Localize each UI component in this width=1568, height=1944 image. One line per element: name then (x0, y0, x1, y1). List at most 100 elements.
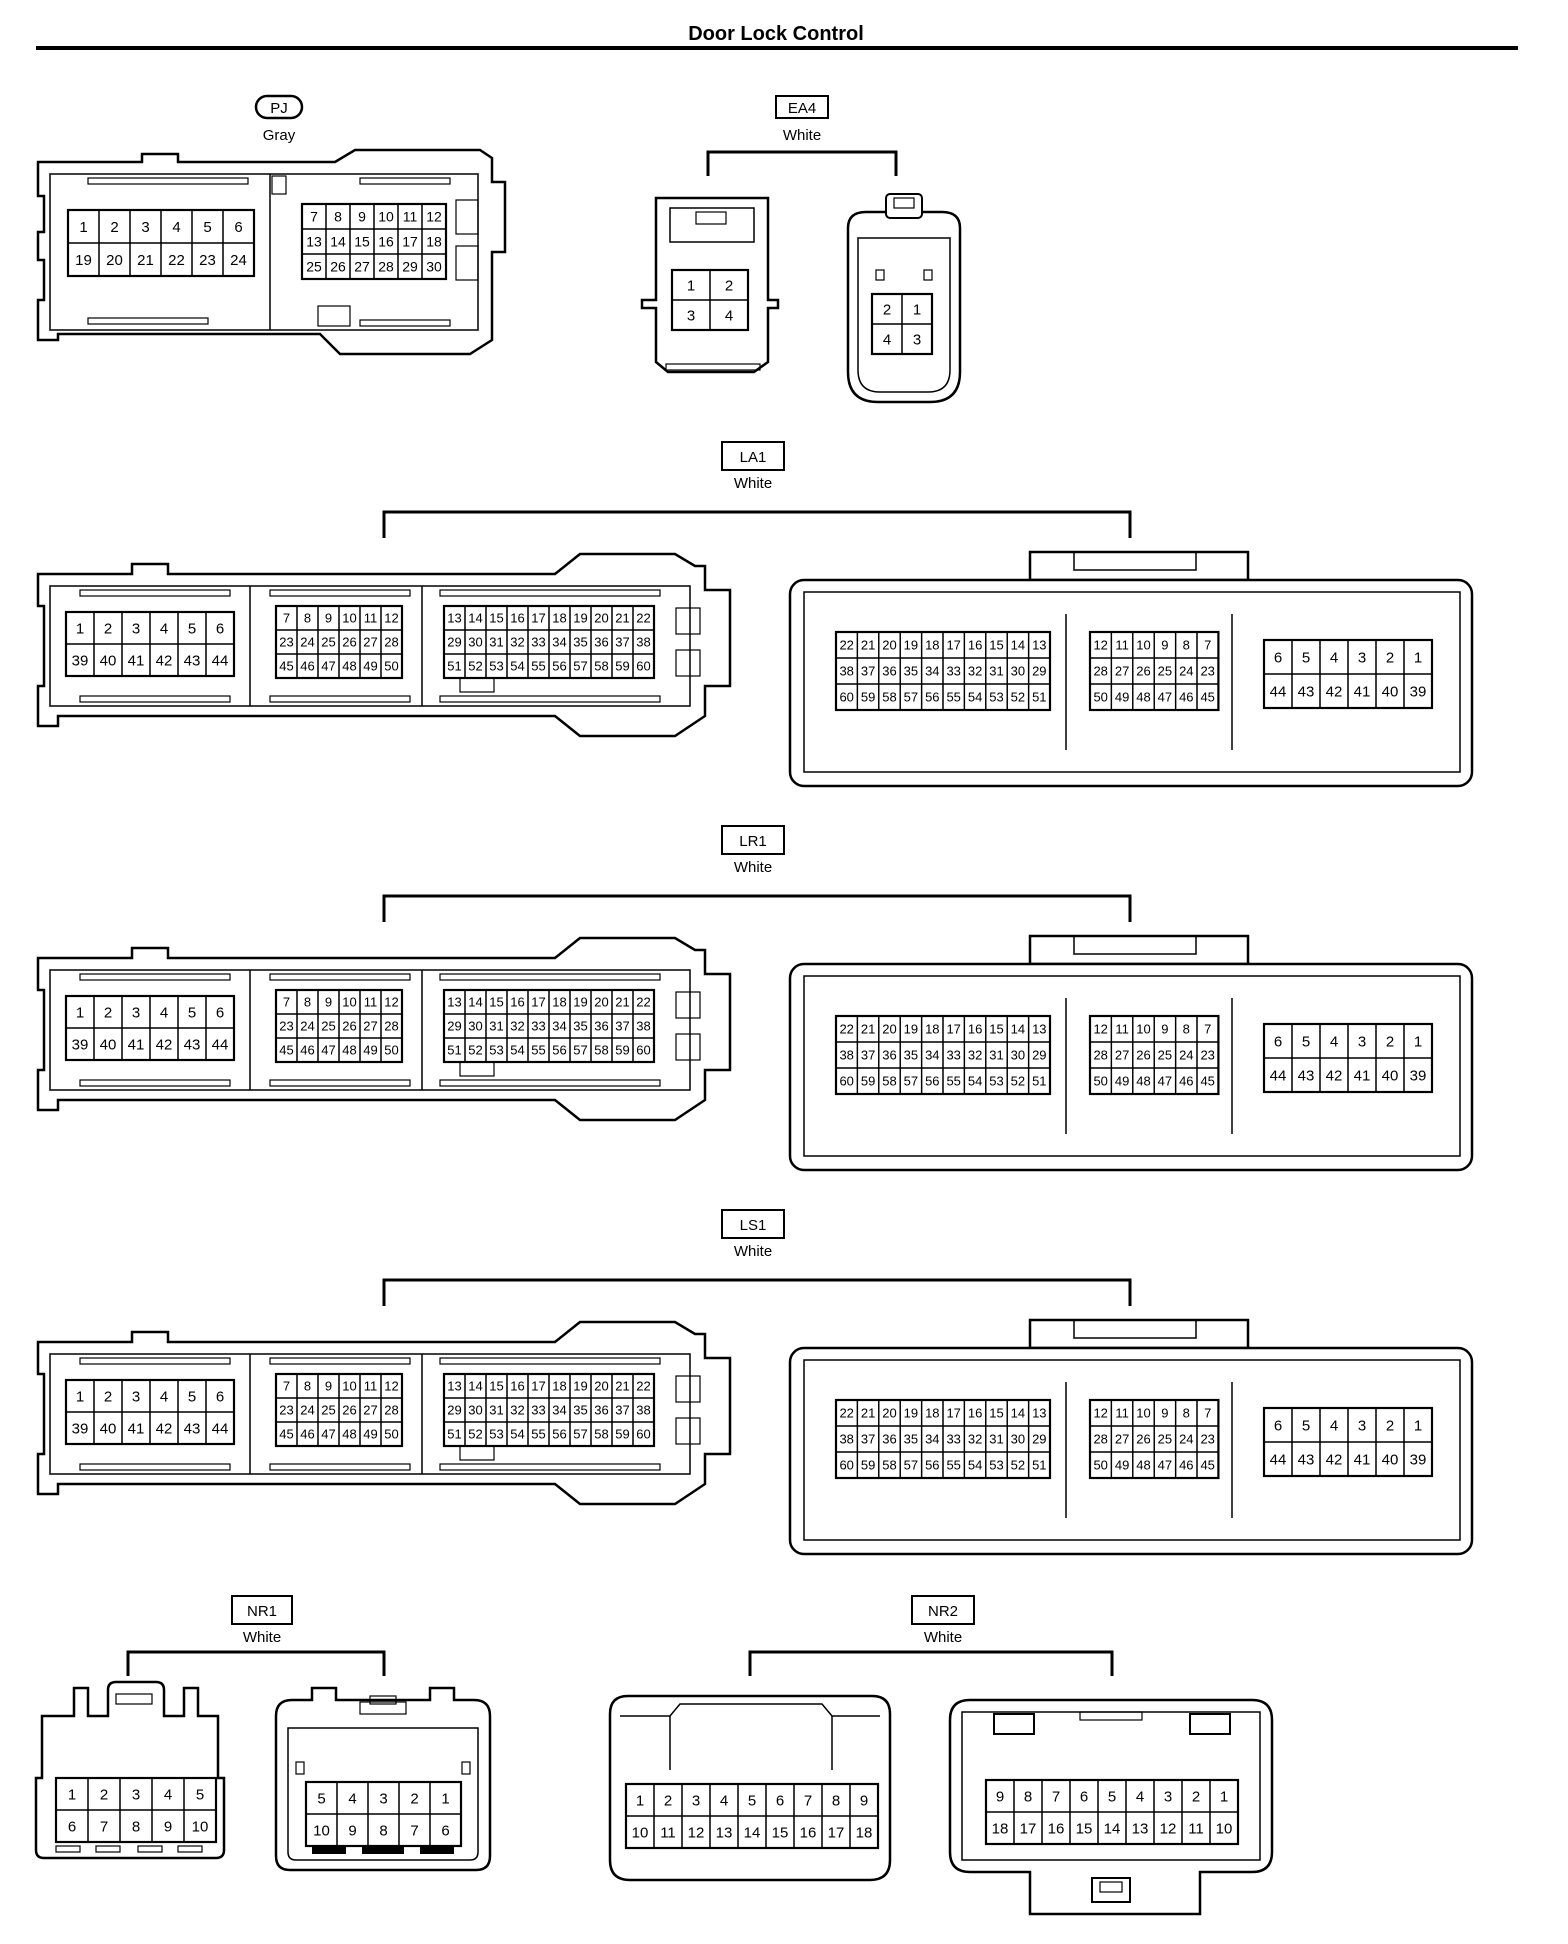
terminal-number: 38 (636, 1019, 650, 1034)
terminal-number: 54 (968, 1458, 982, 1473)
terminal-number: 10 (1136, 1022, 1150, 1037)
nr1-code-box (231, 1595, 293, 1625)
terminal-number: 45 (1200, 1458, 1214, 1473)
terminal-number: 28 (1093, 1048, 1107, 1063)
latch-slot (79, 1079, 231, 1087)
latch-slot (269, 1079, 411, 1087)
ls1-color: White (734, 1243, 772, 1260)
terminal-number: 9 (325, 995, 332, 1010)
terminal-number: 5 (188, 1004, 196, 1021)
terminal-cell (429, 1813, 462, 1847)
terminal-number: 51 (447, 1043, 461, 1058)
terminal-number: 60 (636, 1427, 650, 1442)
terminal-number: 52 (1011, 1458, 1025, 1473)
terminal-number: 20 (594, 611, 608, 626)
latch-slot (439, 1079, 661, 1087)
terminal-number: 44 (1270, 1067, 1287, 1084)
terminal-number: 25 (1158, 664, 1172, 679)
terminal-number: 24 (1179, 664, 1193, 679)
terminal-number: 29 (1032, 1432, 1046, 1447)
terminal-number: 56 (925, 1458, 939, 1473)
terminal-number: 47 (1158, 690, 1172, 705)
terminal-number: 35 (573, 635, 587, 650)
terminal-number: 10 (342, 1379, 356, 1394)
terminal-number: 2 (883, 301, 891, 318)
terminal-number: 9 (1161, 1022, 1168, 1037)
latch-slot (439, 973, 661, 981)
terminal-number: 48 (342, 1427, 356, 1442)
terminal-number: 60 (636, 659, 650, 674)
terminal-number: 46 (1179, 1458, 1193, 1473)
terminal-number: 11 (1115, 1406, 1129, 1421)
terminal-number: 55 (531, 1427, 545, 1442)
terminal-number: 15 (489, 1379, 503, 1394)
terminal-number: 3 (692, 1792, 700, 1809)
terminal-number: 21 (615, 995, 629, 1010)
terminal-number: 57 (573, 1043, 587, 1058)
terminal-number: 32 (510, 635, 524, 650)
terminal-number: 3 (1358, 1417, 1366, 1434)
terminal-cell (205, 1411, 235, 1445)
latch-slot (269, 1357, 411, 1365)
terminal-number: 35 (904, 664, 918, 679)
terminal-number: 58 (882, 1458, 896, 1473)
terminal-number: 17 (946, 1406, 960, 1421)
terminal-number: 52 (468, 1427, 482, 1442)
terminal-number: 56 (552, 1427, 566, 1442)
terminal-number: 18 (925, 1022, 939, 1037)
terminal-number: 3 (1358, 649, 1366, 666)
terminal-number: 7 (1052, 1788, 1060, 1805)
terminal-number: 2 (110, 219, 118, 236)
terminal-number: 13 (1032, 1406, 1046, 1421)
terminal-number: 23 (1200, 664, 1214, 679)
latch-slot (79, 695, 231, 703)
terminal-number: 50 (384, 659, 398, 674)
terminal-number: 31 (989, 1432, 1003, 1447)
terminal-number: 47 (1158, 1458, 1172, 1473)
terminal-number: 48 (342, 659, 356, 674)
terminal-number: 14 (468, 995, 482, 1010)
lock-tab (675, 1417, 701, 1445)
terminal-number: 8 (1183, 1406, 1190, 1421)
terminal-number: 41 (1354, 1451, 1371, 1468)
terminal-number: 43 (184, 1420, 201, 1437)
terminal-number: 55 (946, 1074, 960, 1089)
terminal-cell (1027, 1067, 1051, 1095)
terminal-number: 59 (615, 1043, 629, 1058)
terminal-number: 55 (531, 659, 545, 674)
terminal-number: 13 (447, 995, 461, 1010)
terminal-number: 26 (1136, 664, 1150, 679)
terminal-number: 14 (1011, 638, 1025, 653)
terminal-number: 18 (552, 611, 566, 626)
terminal-number: 33 (946, 1048, 960, 1063)
terminal-number: 21 (615, 1379, 629, 1394)
terminal-number: 58 (882, 690, 896, 705)
terminal-number: 6 (1274, 649, 1282, 666)
terminal-number: 7 (1204, 638, 1211, 653)
terminal-number: 3 (913, 331, 921, 348)
terminal-number: 27 (363, 635, 377, 650)
terminal-number: 17 (531, 995, 545, 1010)
terminal-number: 59 (615, 659, 629, 674)
terminal-number: 20 (882, 1022, 896, 1037)
terminal-cell (1403, 673, 1433, 709)
terminal-number: 24 (300, 635, 314, 650)
ea4-code-box (775, 95, 829, 119)
female-top-latch (1028, 934, 1250, 966)
terminal-number: 12 (1160, 1820, 1177, 1837)
terminal-number: 13 (1032, 638, 1046, 653)
terminal-number: 27 (363, 1403, 377, 1418)
terminal-number: 12 (1093, 638, 1107, 653)
terminal-number: 4 (348, 1790, 356, 1807)
terminal-number: 34 (925, 664, 939, 679)
terminal-number: 31 (989, 664, 1003, 679)
terminal-number: 38 (839, 1432, 853, 1447)
terminal-number: 45 (279, 1043, 293, 1058)
terminal-number: 28 (1093, 664, 1107, 679)
terminal-number: 23 (279, 635, 293, 650)
terminal-number: 5 (188, 620, 196, 637)
terminal-number: 2 (664, 1792, 672, 1809)
terminal-number: 25 (321, 1403, 335, 1418)
terminal-number: 29 (1032, 664, 1046, 679)
